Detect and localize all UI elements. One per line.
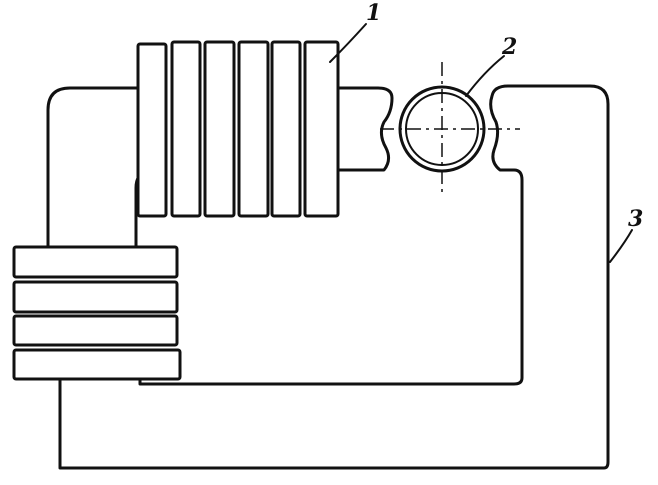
leader-line-3 [609,229,633,263]
gap-conductor [380,62,520,196]
upper-winding-plate [303,40,340,218]
leader-line-1 [329,23,367,63]
callout-2: 2 [501,34,517,60]
left-winding [12,245,182,381]
left-winding-plate [12,280,179,314]
upper-winding-plate [170,40,202,218]
left-winding-plate [12,314,179,347]
upper-winding [136,40,340,218]
upper-winding-plate [237,40,270,218]
upper-winding-plate [136,42,168,218]
callout-1: 1 [366,0,381,26]
upper-winding-plate [203,40,236,218]
upper-winding-plate [270,40,302,218]
left-winding-plate [12,245,179,279]
core-outer-outline [46,84,610,470]
leader-line-2 [465,55,505,97]
left-winding-plate [12,348,182,381]
callout-3: 3 [628,206,643,232]
